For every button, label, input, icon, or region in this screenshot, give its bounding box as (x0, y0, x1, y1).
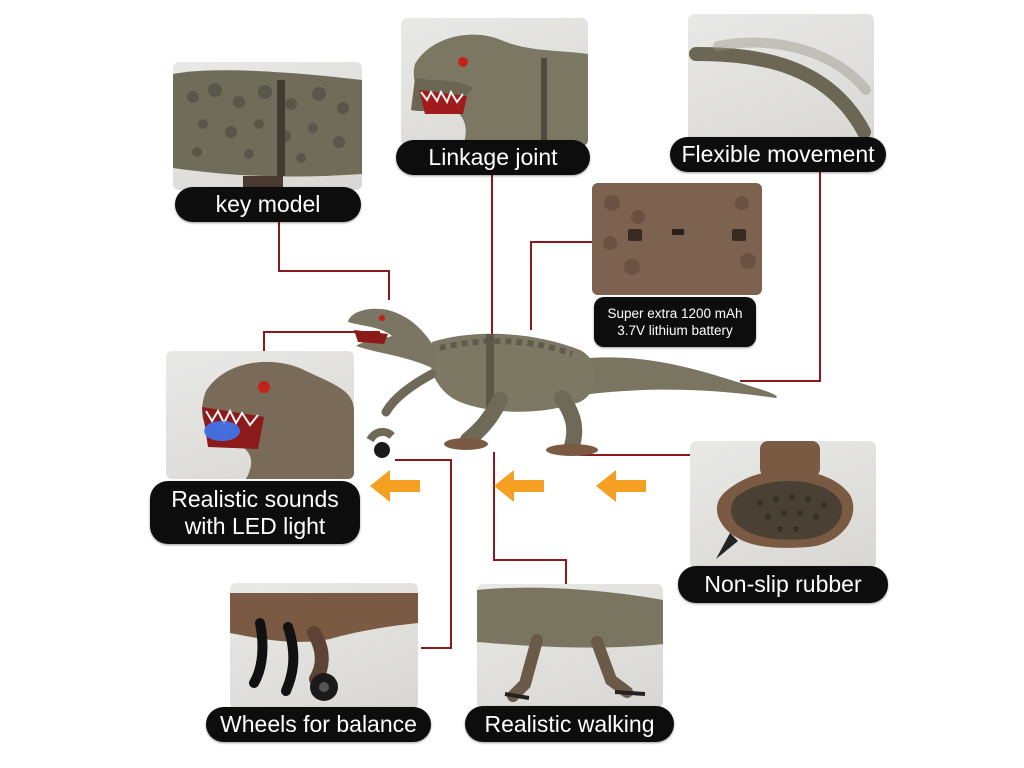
linkage-joint-label: Linkage joint (396, 140, 590, 175)
battery-switch-icon (628, 229, 642, 241)
connector-wheels (395, 459, 452, 649)
connector-key-model (278, 222, 390, 300)
battery-photo (592, 183, 762, 295)
battery-label: Super extra 1200 mAh 3.7V lithium batter… (594, 297, 756, 347)
motion-arrow-left-icon (494, 470, 544, 502)
connector-walking (493, 452, 567, 586)
battery-port-icon (672, 229, 684, 235)
flexible-movement-label: Flexible movement (670, 137, 886, 172)
walking-photo (477, 584, 663, 708)
linkage-joint-photo (401, 18, 588, 146)
motion-arrow-left-icon (370, 470, 420, 502)
sounds-led-photo (166, 351, 354, 479)
connector-battery (530, 241, 597, 330)
motion-arrow-left-icon (596, 470, 646, 502)
sounds-led-label: Realistic sounds with LED light (150, 481, 360, 544)
non-slip-label: Non-slip rubber (678, 566, 888, 603)
flexible-movement-photo (688, 14, 874, 144)
led-glow-icon (204, 421, 240, 441)
wheels-photo (230, 583, 418, 709)
walking-label: Realistic walking (465, 706, 674, 742)
dinosaur-toy-icon (348, 308, 777, 458)
connector-flexible (740, 170, 821, 382)
wheels-label: Wheels for balance (206, 707, 431, 742)
non-slip-photo (690, 441, 876, 568)
connector-sounds (263, 331, 380, 352)
key-model-label: key model (175, 187, 361, 222)
key-model-photo (173, 62, 362, 190)
